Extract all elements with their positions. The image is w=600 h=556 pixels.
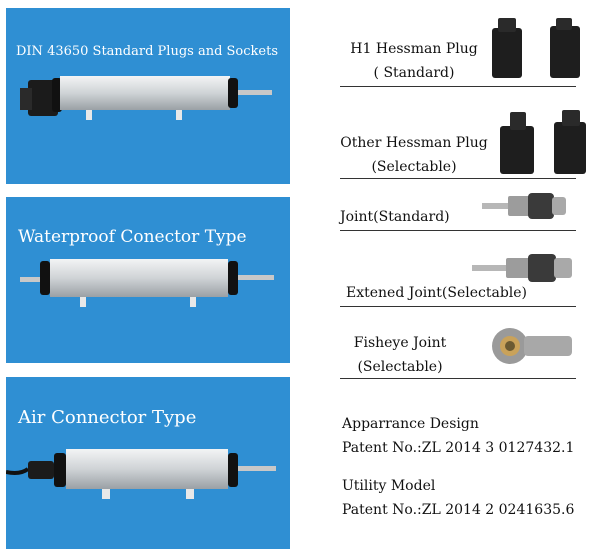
din-plug-panel: DIN 43650 Standard Plugs and Sockets bbox=[6, 8, 290, 184]
rod-joint-image bbox=[482, 193, 566, 219]
rod-joint-image bbox=[472, 254, 572, 282]
divider bbox=[340, 178, 576, 179]
spec-label: Fisheye Joint bbox=[353, 335, 447, 351]
spec-label: Extened Joint(Selectable) bbox=[346, 285, 528, 301]
spec-sublabel: (Selectable) bbox=[371, 159, 457, 175]
fisheye-joint-image bbox=[492, 328, 572, 364]
panel-title: Air Connector Type bbox=[18, 407, 197, 428]
design-patent-number: Patent No.:ZL 2014 3 0127432.1 bbox=[342, 440, 575, 456]
divider bbox=[340, 230, 576, 231]
divider bbox=[340, 378, 576, 379]
utility-model-number: Patent No.:ZL 2014 2 0241635.6 bbox=[342, 502, 575, 518]
hessman-plug-image bbox=[492, 18, 580, 78]
waterproof-connector-panel: Waterproof Conector Type bbox=[6, 197, 290, 363]
divider bbox=[340, 86, 576, 87]
panel-title: Waterproof Conector Type bbox=[18, 227, 247, 247]
linear-sensor-image bbox=[20, 76, 272, 120]
spec-sublabel: (Selectable) bbox=[357, 359, 443, 375]
spec-sublabel: ( Standard) bbox=[373, 65, 455, 81]
divider bbox=[340, 306, 576, 307]
spec-label: Joint(Standard) bbox=[340, 209, 450, 225]
spec-label: Other Hessman Plug bbox=[340, 135, 488, 151]
panel-title: DIN 43650 Standard Plugs and Sockets bbox=[16, 44, 279, 59]
air-connector-panel: Air Connector Type bbox=[6, 377, 290, 549]
spec-label: H1 Hessman Plug bbox=[350, 41, 478, 57]
hessman-plug-image bbox=[500, 110, 586, 174]
linear-sensor-image bbox=[6, 449, 276, 499]
linear-sensor-image bbox=[20, 259, 274, 307]
design-patent-title: Apparrance Design bbox=[342, 416, 479, 432]
utility-model-title: Utility Model bbox=[342, 478, 436, 494]
